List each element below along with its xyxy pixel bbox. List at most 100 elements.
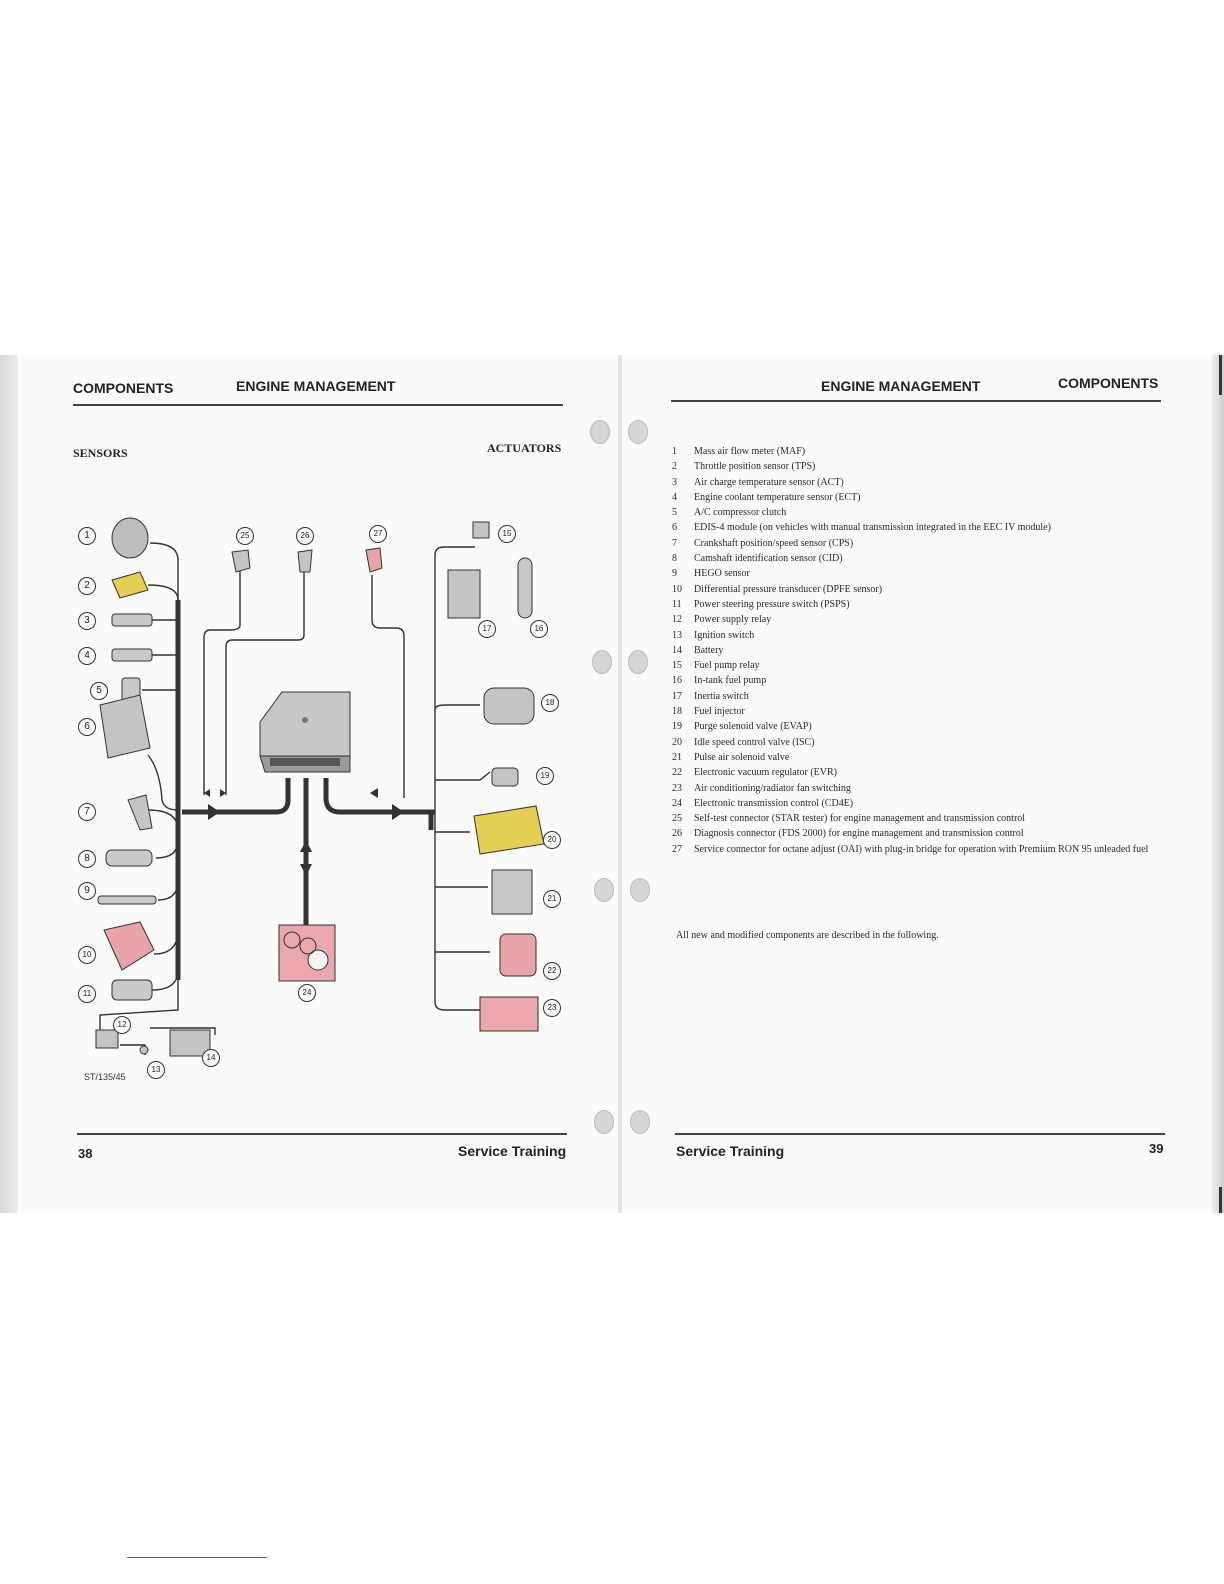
binder-hole: [628, 420, 648, 444]
callout-12: 12: [113, 1016, 131, 1034]
legend-number: 25: [672, 813, 682, 825]
eec-iv-module: [259, 691, 351, 773]
legend-number: 22: [672, 767, 682, 779]
callout-15: 15: [498, 525, 516, 543]
left-header-title: ENGINE MANAGEMENT: [236, 378, 396, 394]
callout-6: 6: [78, 718, 96, 736]
sensors-label: SENSORS: [73, 446, 128, 460]
legend-item: 6 EDIS-4 module (on vehicles with manual …: [672, 520, 1152, 535]
legend-item: 4 Engine coolant temperature sensor (ECT): [672, 490, 1152, 505]
legend-text: Camshaft identification sensor (CID): [694, 553, 843, 565]
legend-number: 19: [672, 721, 682, 733]
callout-22: 22: [543, 962, 561, 980]
callout-24: 24: [298, 984, 316, 1002]
legend-text: Fuel pump relay: [694, 660, 760, 672]
legend-number: 3: [672, 476, 677, 488]
legend-number: 10: [672, 583, 682, 595]
binder-hole: [592, 650, 612, 674]
binder-hole: [628, 650, 648, 674]
legend-text: Ignition switch: [694, 629, 755, 641]
binder-hole: [594, 1110, 614, 1134]
callout-20: 20: [543, 831, 561, 849]
legend-text: Air conditioning/radiator fan switching: [694, 782, 851, 794]
callout-21: 21: [543, 890, 561, 908]
callout-9: 9: [78, 882, 96, 900]
legend-text: Differential pressure transducer (DPFE s…: [694, 583, 883, 595]
components-note: All new and modified components are desc…: [676, 930, 939, 941]
left-footer-title: Service Training: [458, 1143, 567, 1159]
callout-1: 1: [78, 527, 96, 545]
callout-11: 11: [78, 985, 96, 1003]
right-page-edge: [1212, 355, 1224, 1213]
legend-number: 27: [672, 843, 682, 855]
callout-23: 23: [543, 999, 561, 1017]
right-header-rule: [671, 400, 1161, 402]
legend-text: Purge solenoid valve (EVAP): [694, 721, 812, 733]
legend-item: 10 Differential pressure transducer (DPFE…: [672, 582, 1152, 597]
legend-number: 23: [672, 782, 682, 794]
legend-text: Mass air flow meter (MAF): [694, 446, 806, 457]
right-footer-title: Service Training: [676, 1143, 785, 1159]
legend-text: Electronic transmission control (CD4E): [694, 797, 854, 809]
legend-text: Service connector for octane adjust (OAI…: [694, 843, 1149, 855]
callout-17: 17: [478, 620, 496, 638]
legend-number: 15: [672, 660, 682, 672]
legend-number: 5: [672, 507, 677, 519]
scan-artifact-line: [127, 1557, 267, 1558]
legend-number: 7: [672, 537, 677, 549]
callout-10: 10: [78, 946, 96, 964]
legend-text: EDIS-4 module (on vehicles with manual t…: [694, 522, 1051, 534]
left-page-number: 38: [78, 1146, 93, 1161]
binder-hole: [590, 420, 610, 444]
legend-number: 14: [672, 644, 682, 656]
right-header-section: COMPONENTS: [1058, 375, 1159, 391]
legend-number: 4: [672, 491, 677, 503]
callout-19: 19: [536, 767, 554, 785]
legend-item: 23 Air conditioning/radiator fan switchin…: [672, 781, 1152, 796]
legend-item: 3 Air charge temperature sensor (ACT): [672, 475, 1152, 490]
callout-13: 13: [147, 1061, 165, 1079]
engine-management-diagram: [95, 517, 545, 1057]
left-page-edge: [0, 355, 18, 1213]
callout-3: 3: [78, 612, 96, 630]
binder-hole: [594, 878, 614, 902]
legend-text: Inertia switch: [694, 690, 749, 702]
callout-27: 27: [369, 525, 387, 543]
actuators-label: ACTUATORS: [487, 441, 562, 455]
right-footer-rule: [675, 1133, 1165, 1135]
legend-item: 27 Service connector for octane adjust (O…: [672, 842, 1152, 857]
book-spread: [0, 355, 1224, 1213]
legend-text: Air charge temperature sensor (ACT): [694, 476, 844, 488]
legend-item: 24 Electronic transmission control (CD4E): [672, 796, 1152, 811]
right-header-title: ENGINE MANAGEMENT: [821, 378, 981, 394]
legend-text: Engine coolant temperature sensor (ECT): [694, 491, 861, 503]
legend-text: Throttle position sensor (TPS): [694, 461, 816, 473]
left-header-rule: [73, 404, 563, 406]
legend-number: 24: [672, 797, 682, 809]
legend-text: Diagnosis connector (FDS 2000) for engin…: [694, 828, 1024, 840]
legend-text: Pulse air solenoid valve: [694, 751, 790, 763]
callout-18: 18: [541, 694, 559, 712]
legend-number: 6: [672, 522, 677, 534]
right-page: [622, 355, 1212, 1213]
right-page-number: 39: [1149, 1141, 1164, 1156]
callout-26: 26: [296, 527, 314, 545]
legend-number: 18: [672, 706, 682, 718]
legend-text: Idle speed control valve (ISC): [694, 736, 815, 748]
callout-8: 8: [78, 850, 96, 868]
legend-text: A/C compressor clutch: [694, 507, 787, 519]
legend-number: 9: [672, 568, 677, 580]
